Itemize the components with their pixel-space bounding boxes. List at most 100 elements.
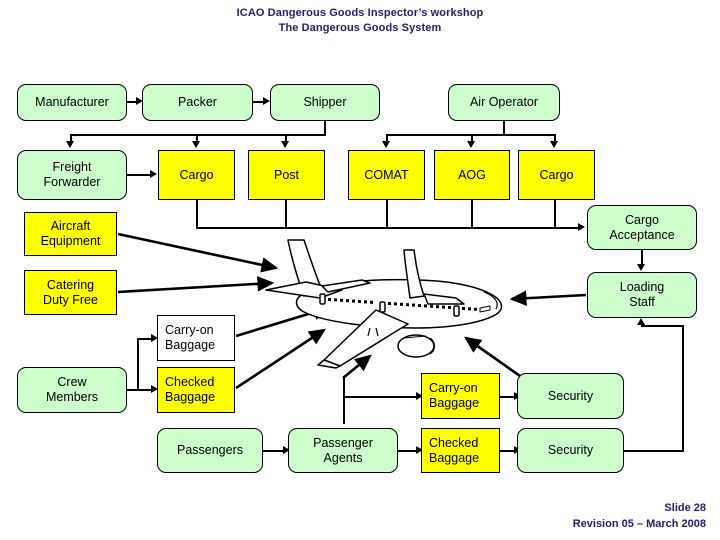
node-label-line-1: Crew [57, 375, 87, 389]
edge-agents-to-carryon [343, 396, 419, 398]
edge-airoperator-stem [503, 120, 505, 136]
node-label: Crew Members [46, 375, 98, 405]
edge-shipper-to-cargo [196, 134, 198, 143]
node-label-line-1: Aircraft [50, 219, 91, 233]
node-label-line-2: Acceptance [609, 227, 675, 242]
arrowhead-freight-cargo [150, 170, 157, 178]
node-label: Air Operator [469, 95, 539, 109]
node-label: Passengers [176, 443, 243, 457]
edge-shipper-stem [324, 120, 326, 136]
node-label-line-1: Loading [619, 280, 665, 294]
node-shipper[interactable]: Shipper [270, 84, 380, 121]
airplane-illustration [265, 239, 503, 369]
node-label-line-2: Staff [629, 295, 655, 309]
node-carryon-baggage-pax[interactable]: Carry-on Baggage [421, 373, 500, 419]
edge-cargo-collector-bus [196, 227, 581, 229]
node-aog[interactable]: AOG [434, 150, 510, 200]
node-carryon-baggage-crew[interactable]: Carry-on Baggage [157, 315, 235, 361]
edge-freight-cargo [127, 174, 151, 176]
node-security-checked[interactable]: Security [517, 428, 624, 473]
node-packer[interactable]: Packer [142, 84, 253, 121]
node-label: Cargo [179, 167, 214, 182]
node-label: Aircraft Equipment [41, 219, 101, 249]
edge-securitychecked-up [682, 325, 684, 451]
node-label-line-1: Carry-on [165, 323, 214, 337]
edge-aog-drop [471, 200, 473, 227]
arrowhead-cargo-acceptance [578, 223, 585, 231]
arrowhead-packer-shipper [263, 97, 270, 105]
node-manufacturer[interactable]: Manufacturer [17, 84, 127, 121]
node-post[interactable]: Post [248, 150, 325, 200]
node-cargo-shipper[interactable]: Cargo [158, 150, 235, 200]
title-line-1: ICAO Dangerous Goods Inspector’s worksho… [236, 7, 484, 19]
node-label: Security [547, 443, 594, 457]
edge-post-drop [285, 200, 287, 227]
node-label-line-1: Checked [429, 435, 479, 450]
node-label: Security [547, 388, 594, 403]
arrowhead-airoperator-cargo [550, 141, 558, 148]
node-checked-baggage-pax[interactable]: Checked Baggage [421, 428, 500, 473]
edge-crew-out [127, 389, 152, 391]
node-label: Shipper [303, 95, 347, 109]
arrowhead-crew-checked [151, 385, 158, 393]
node-label-line-1: Passenger [313, 435, 373, 450]
arrowhead-securitychecked-loading [637, 318, 645, 325]
node-cargo-operator[interactable]: Cargo [518, 150, 595, 200]
edge-cargoop-drop [554, 200, 556, 227]
node-crew-members[interactable]: Crew Members [17, 367, 127, 413]
arrowhead-manufacturer-packer [136, 97, 143, 105]
node-label-line-2: Forwarder [43, 175, 101, 189]
edge-manufacturer-packer [127, 101, 137, 103]
edge-securitychecked-right [624, 450, 684, 452]
node-label-line-1: Catering [46, 277, 95, 292]
node-catering-duty-free[interactable]: Catering Duty Free [24, 270, 117, 315]
edge-agents-checked [398, 450, 418, 452]
node-label: Manufacturer [35, 95, 109, 109]
edge-airoperator-to-aog [471, 134, 473, 143]
node-passengers[interactable]: Passengers [157, 428, 263, 473]
node-freight-forwarder[interactable]: Freight Forwarder [17, 150, 127, 200]
edge-shipper-bus [70, 134, 326, 136]
edge-passengers-agents [263, 450, 284, 452]
arrowhead-crew-carryon [151, 334, 158, 342]
node-label-line-2: Duty Free [43, 292, 98, 307]
node-label: Passenger Agents [313, 436, 373, 466]
arrowhead-agents-checked [416, 446, 423, 454]
node-label-line-2: Agents [323, 450, 363, 465]
edge-crew-branch-up [137, 338, 139, 390]
edge-checkedpax-security [500, 450, 516, 452]
edge-comat-drop [386, 200, 388, 227]
arrowhead-shipper-freight [66, 141, 74, 148]
node-label: Checked Baggage [161, 375, 231, 405]
node-label: Carry-on Baggage [161, 323, 231, 353]
arrowhead-airoperator-aog [467, 141, 475, 148]
node-label: Post [273, 167, 299, 182]
node-label: Checked Baggage [425, 436, 496, 466]
arrowhead-acceptance-loading [637, 264, 645, 271]
arrowhead-agents-carryon [416, 392, 423, 400]
node-air-operator[interactable]: Air Operator [448, 84, 560, 121]
node-label-line-2: Equipment [40, 234, 101, 248]
node-label: Catering Duty Free [43, 278, 98, 308]
node-label-line-1: Checked [165, 375, 215, 389]
edge-packer-shipper [253, 101, 264, 103]
node-label: Loading Staff [620, 280, 665, 310]
edge-securitychecked-into-loading [641, 325, 684, 327]
arrowhead-shipper-post [281, 141, 289, 148]
node-cargo-acceptance[interactable]: Cargo Acceptance [587, 205, 697, 250]
node-security-carryon[interactable]: Security [517, 373, 624, 419]
node-loading-staff[interactable]: Loading Staff [587, 272, 697, 318]
edge-shipper-to-post [285, 134, 287, 143]
node-passenger-agents[interactable]: Passenger Agents [288, 428, 398, 473]
node-aircraft-equipment[interactable]: Aircraft Equipment [24, 212, 117, 256]
node-comat[interactable]: COMAT [348, 150, 425, 200]
slide-number: Slide 28 [664, 502, 706, 514]
arrowhead-passengers-agents [283, 446, 290, 454]
node-label-line-1: Freight [52, 160, 92, 174]
node-label-line-2: Members [45, 390, 99, 404]
node-checked-baggage-crew[interactable]: Checked Baggage [157, 367, 235, 413]
edge-agents-branch-up [343, 396, 345, 424]
node-label-line-1: Cargo [624, 212, 660, 227]
slide-footer: Slide 28 Revision 05 – March 2008 [573, 500, 706, 532]
revision-text: Revision 05 – March 2008 [572, 518, 706, 530]
